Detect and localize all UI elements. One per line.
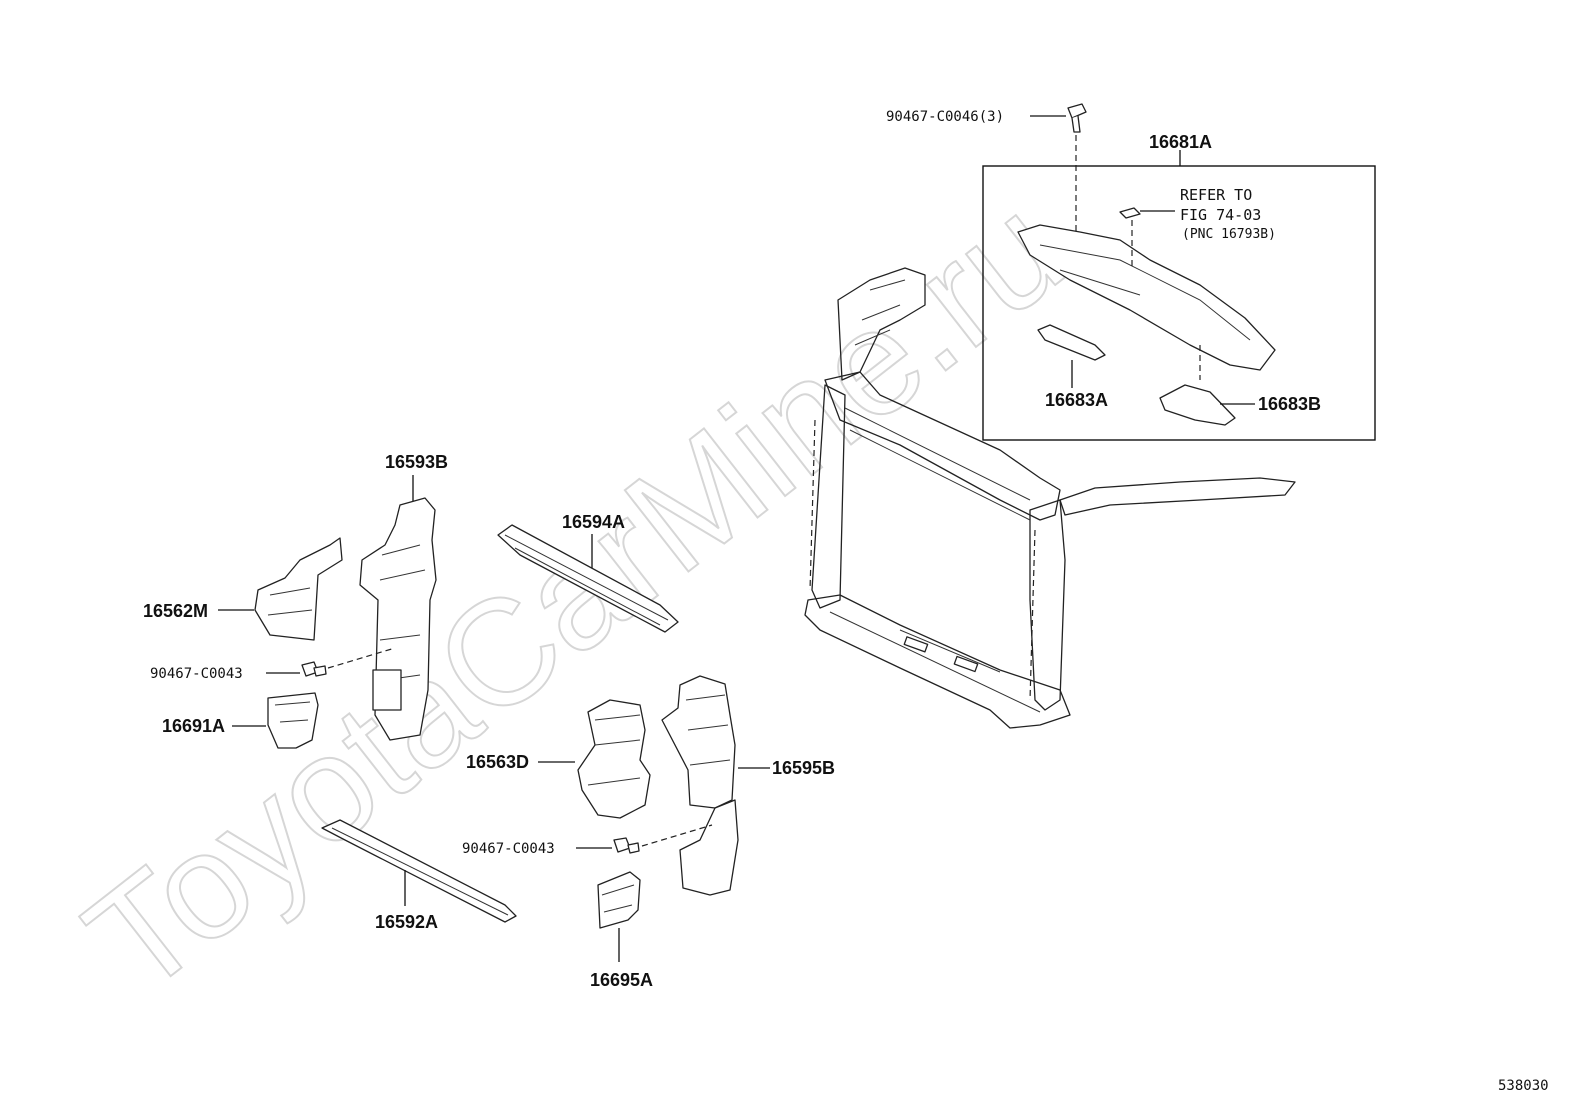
callout-16683B: 16683B — [1258, 394, 1321, 414]
group-16695A: 16695A — [590, 871, 653, 990]
refer-text-1: REFER TO — [1180, 186, 1252, 204]
side-seal-16563D-part — [577, 699, 651, 819]
callout-90467-C0046: 90467-C0046(3) — [886, 109, 1004, 125]
callout-16695A: 16695A — [590, 970, 653, 990]
callout-16592A: 16592A — [375, 912, 438, 932]
callout-16683A: 16683A — [1045, 390, 1108, 410]
side-seal-16562M-part — [254, 537, 343, 641]
side-seal-16595B-lower — [679, 799, 739, 896]
group-16594A: 16594A — [497, 512, 679, 633]
group-16691A: 16691A — [162, 692, 319, 749]
label-sticker-icon — [1119, 207, 1141, 219]
radiator-support-frame — [804, 267, 1296, 729]
seal-16683B-part — [1159, 384, 1236, 426]
seal-16683A-part — [1037, 324, 1106, 361]
callout-90467-C0043-center: 90467-C0043 — [462, 841, 555, 857]
group-16681A: 16681A 90467-C0046(3) REFER TO FIG 74-03… — [886, 103, 1376, 441]
group-16593B: 16593B — [359, 452, 448, 741]
group-16563D: 16563D — [466, 699, 651, 819]
callout-16691A: 16691A — [162, 716, 225, 736]
watermark: ToyotaCarMine.ru — [56, 164, 1092, 1025]
seal-lower-block — [372, 669, 402, 711]
seal-16695A-part — [597, 871, 641, 929]
callout-90467-C0043-left: 90467-C0043 — [150, 666, 243, 682]
group-clip-center: 90467-C0043 — [462, 824, 713, 857]
group-16592A: 16592A — [321, 819, 517, 932]
side-seal-16595B-part — [661, 675, 736, 809]
callout-16681A: 16681A — [1149, 132, 1212, 152]
callout-16594A: 16594A — [562, 512, 625, 532]
group-16562M: 16562M — [143, 537, 343, 641]
callout-16562M: 16562M — [143, 601, 208, 621]
group-box — [982, 165, 1376, 441]
refer-text-3: (PNC 16793B) — [1182, 227, 1276, 242]
callout-16595B: 16595B — [772, 758, 835, 778]
refer-text-2: FIG 74-03 — [1180, 206, 1261, 224]
upper-cover-part — [1017, 224, 1276, 371]
group-16595B: 16595B — [661, 675, 835, 896]
group-clip-left: 90467-C0043 — [150, 647, 396, 682]
figure-id: 538030 — [1498, 1078, 1549, 1094]
seal-16691A-part — [267, 692, 319, 749]
callout-16563D: 16563D — [466, 752, 529, 772]
clip-icon — [1067, 103, 1087, 119]
callout-16593B: 16593B — [385, 452, 448, 472]
